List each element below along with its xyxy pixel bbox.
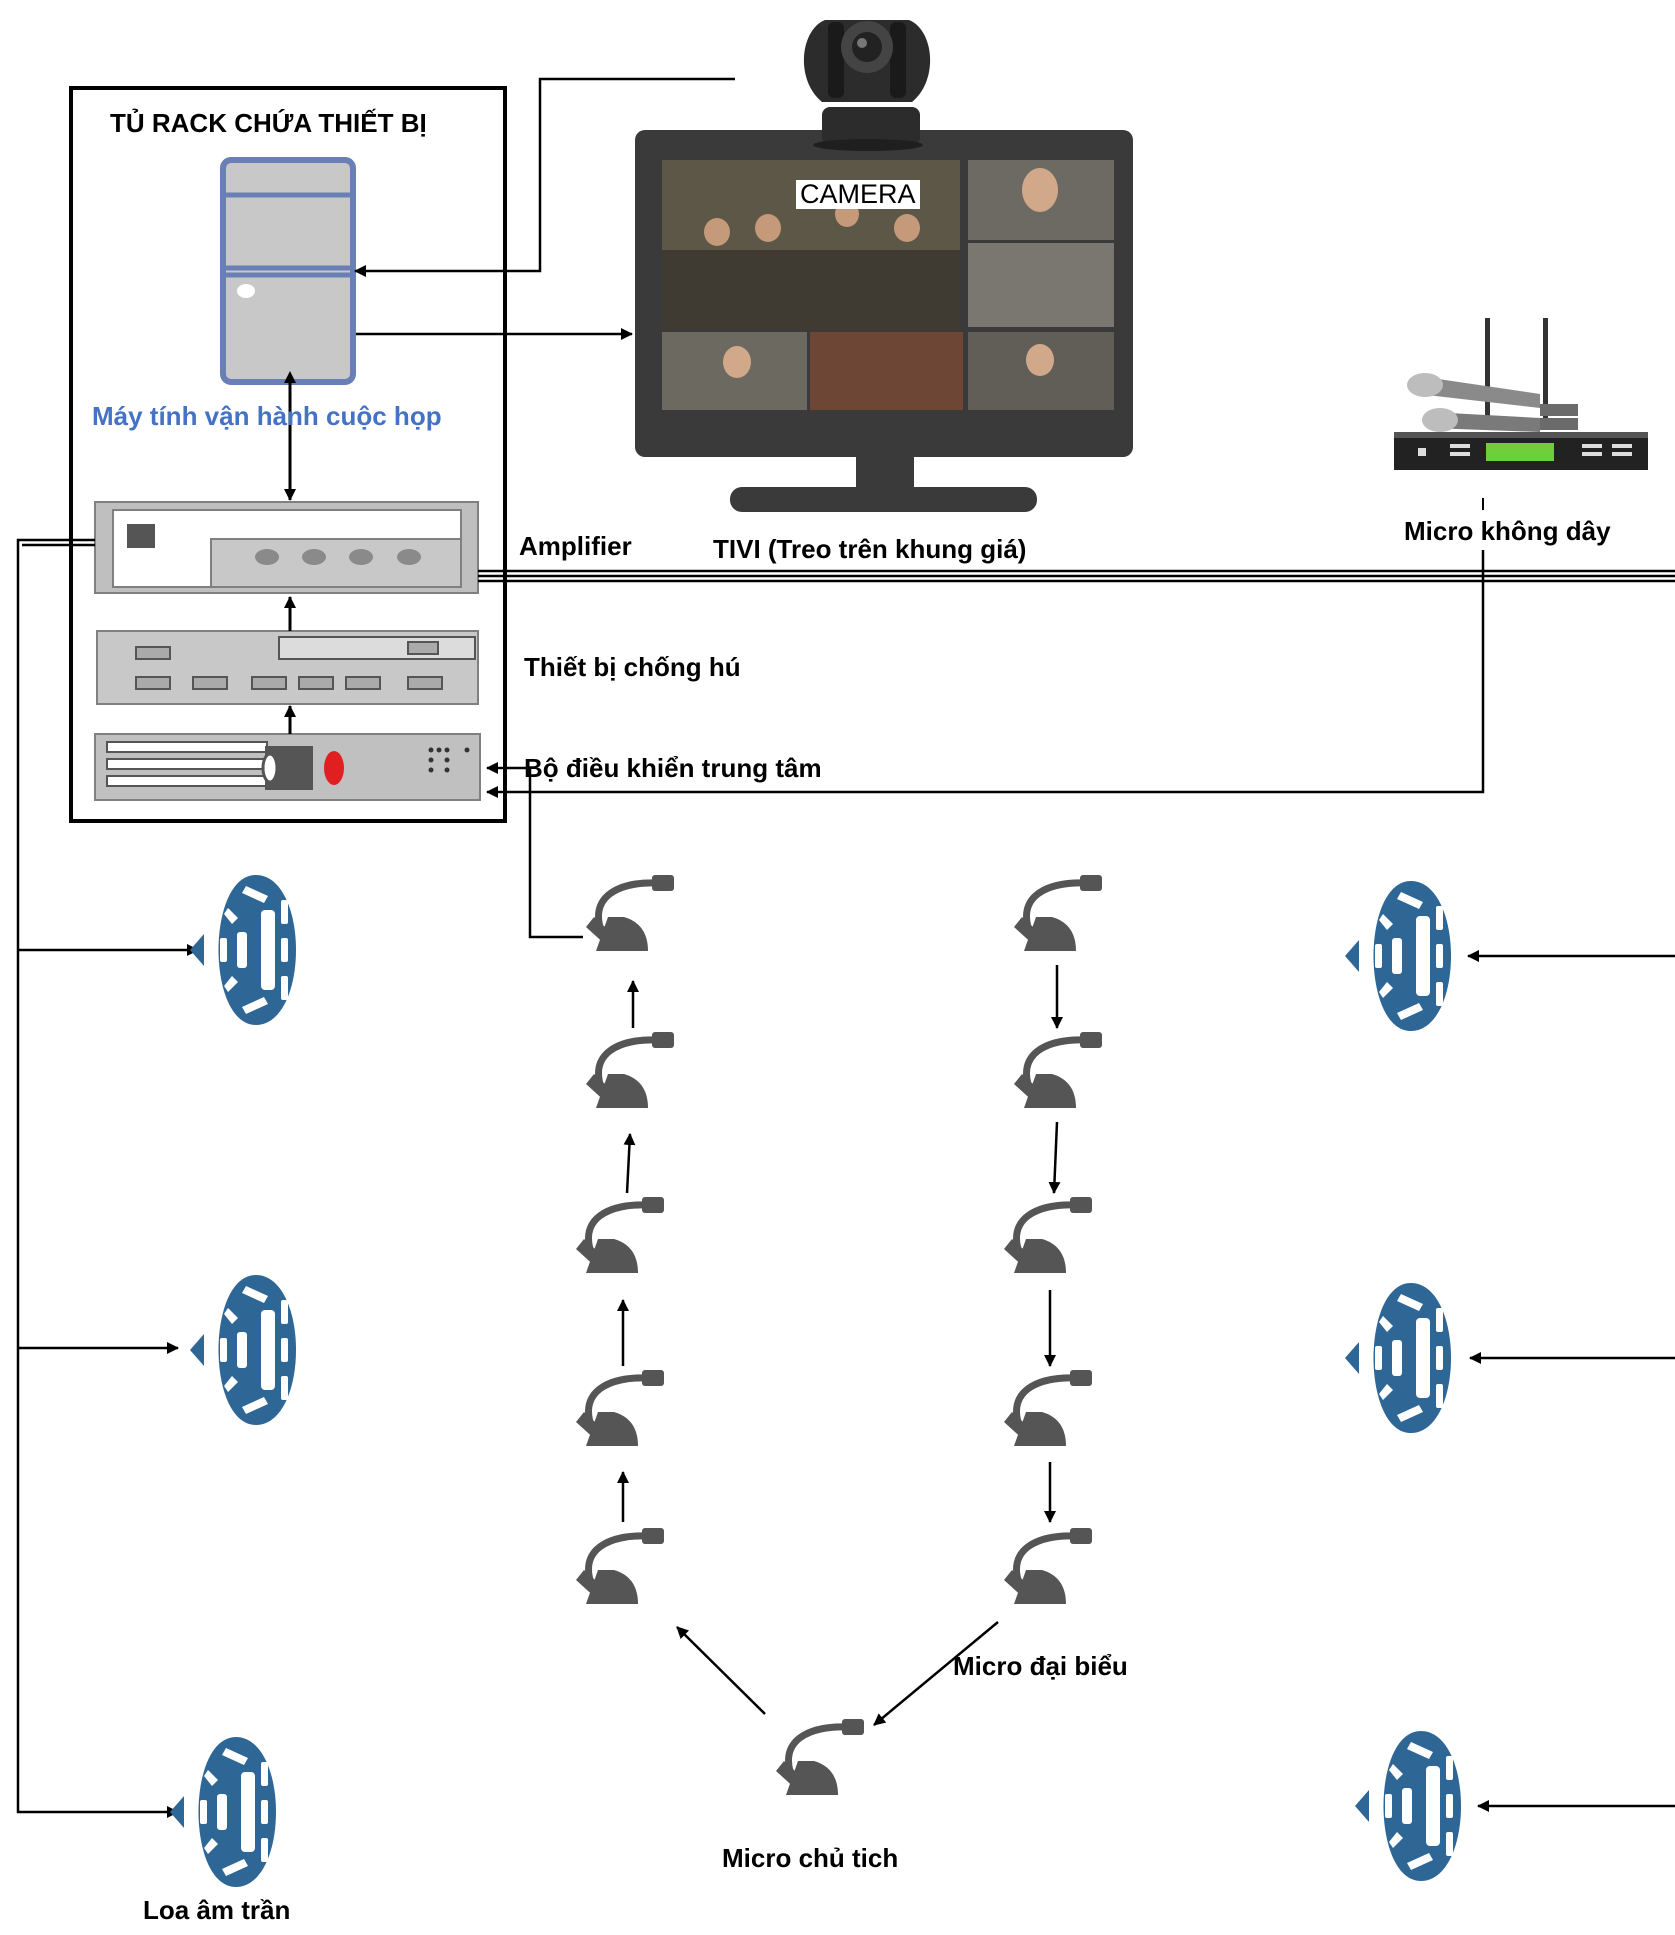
delegate-mic-icon (576, 1528, 664, 1604)
ceiling-speaker-icon (190, 875, 296, 1025)
camera-label: CAMERA (796, 180, 920, 209)
tv-label: TIVI (Treo trên khung giá) (713, 534, 1027, 564)
delegate-mic-label: Micro đại biểu (953, 1651, 1128, 1681)
delegate-mic-icon (1004, 1370, 1092, 1446)
delegate-mic-icon (586, 875, 674, 951)
central-controller-icon (94, 733, 481, 801)
delegate-mic-icon (1004, 1197, 1092, 1273)
chairman-mic-icon (776, 1719, 864, 1795)
delegate-mic-icon (576, 1197, 664, 1273)
wireless-mic-label: Micro không dây (1404, 516, 1611, 546)
ceiling-speaker-icon (1345, 1283, 1451, 1433)
ceiling-speaker-icon (1355, 1731, 1461, 1881)
delegate-mic-icon (1014, 1032, 1102, 1108)
amplifier-icon (94, 501, 479, 594)
anti-feedback-device-icon (96, 630, 479, 705)
delegate-mic-icon (586, 1032, 674, 1108)
wireless-mic-receiver-icon (1394, 318, 1648, 470)
delegate-mic-icon (576, 1370, 664, 1446)
chairman-mic-label: Micro chủ tich (722, 1843, 899, 1873)
delegate-mic-icon (1004, 1528, 1092, 1604)
ceiling-speaker-icon (1345, 881, 1451, 1031)
camera-icon (803, 20, 931, 151)
rack-cabinet (69, 86, 507, 823)
ceiling-speaker-icon (170, 1737, 276, 1887)
rack-title: TỦ RACK CHỨA THIẾT BỊ (110, 108, 427, 138)
delegate-mic-icon (1014, 875, 1102, 951)
amplifier-label: Amplifier (519, 531, 632, 561)
computer-icon (220, 157, 356, 385)
tv-icon (635, 130, 1133, 512)
central-controller-label: Bộ điều khiển trung tâm (524, 753, 822, 783)
computer-label: Máy tính vận hành cuộc họp (92, 401, 442, 431)
ceiling-speaker-icon (190, 1275, 296, 1425)
anti-feedback-label: Thiết bị chống hú (524, 652, 741, 682)
ceiling-speaker-label: Loa âm trần (143, 1895, 291, 1925)
